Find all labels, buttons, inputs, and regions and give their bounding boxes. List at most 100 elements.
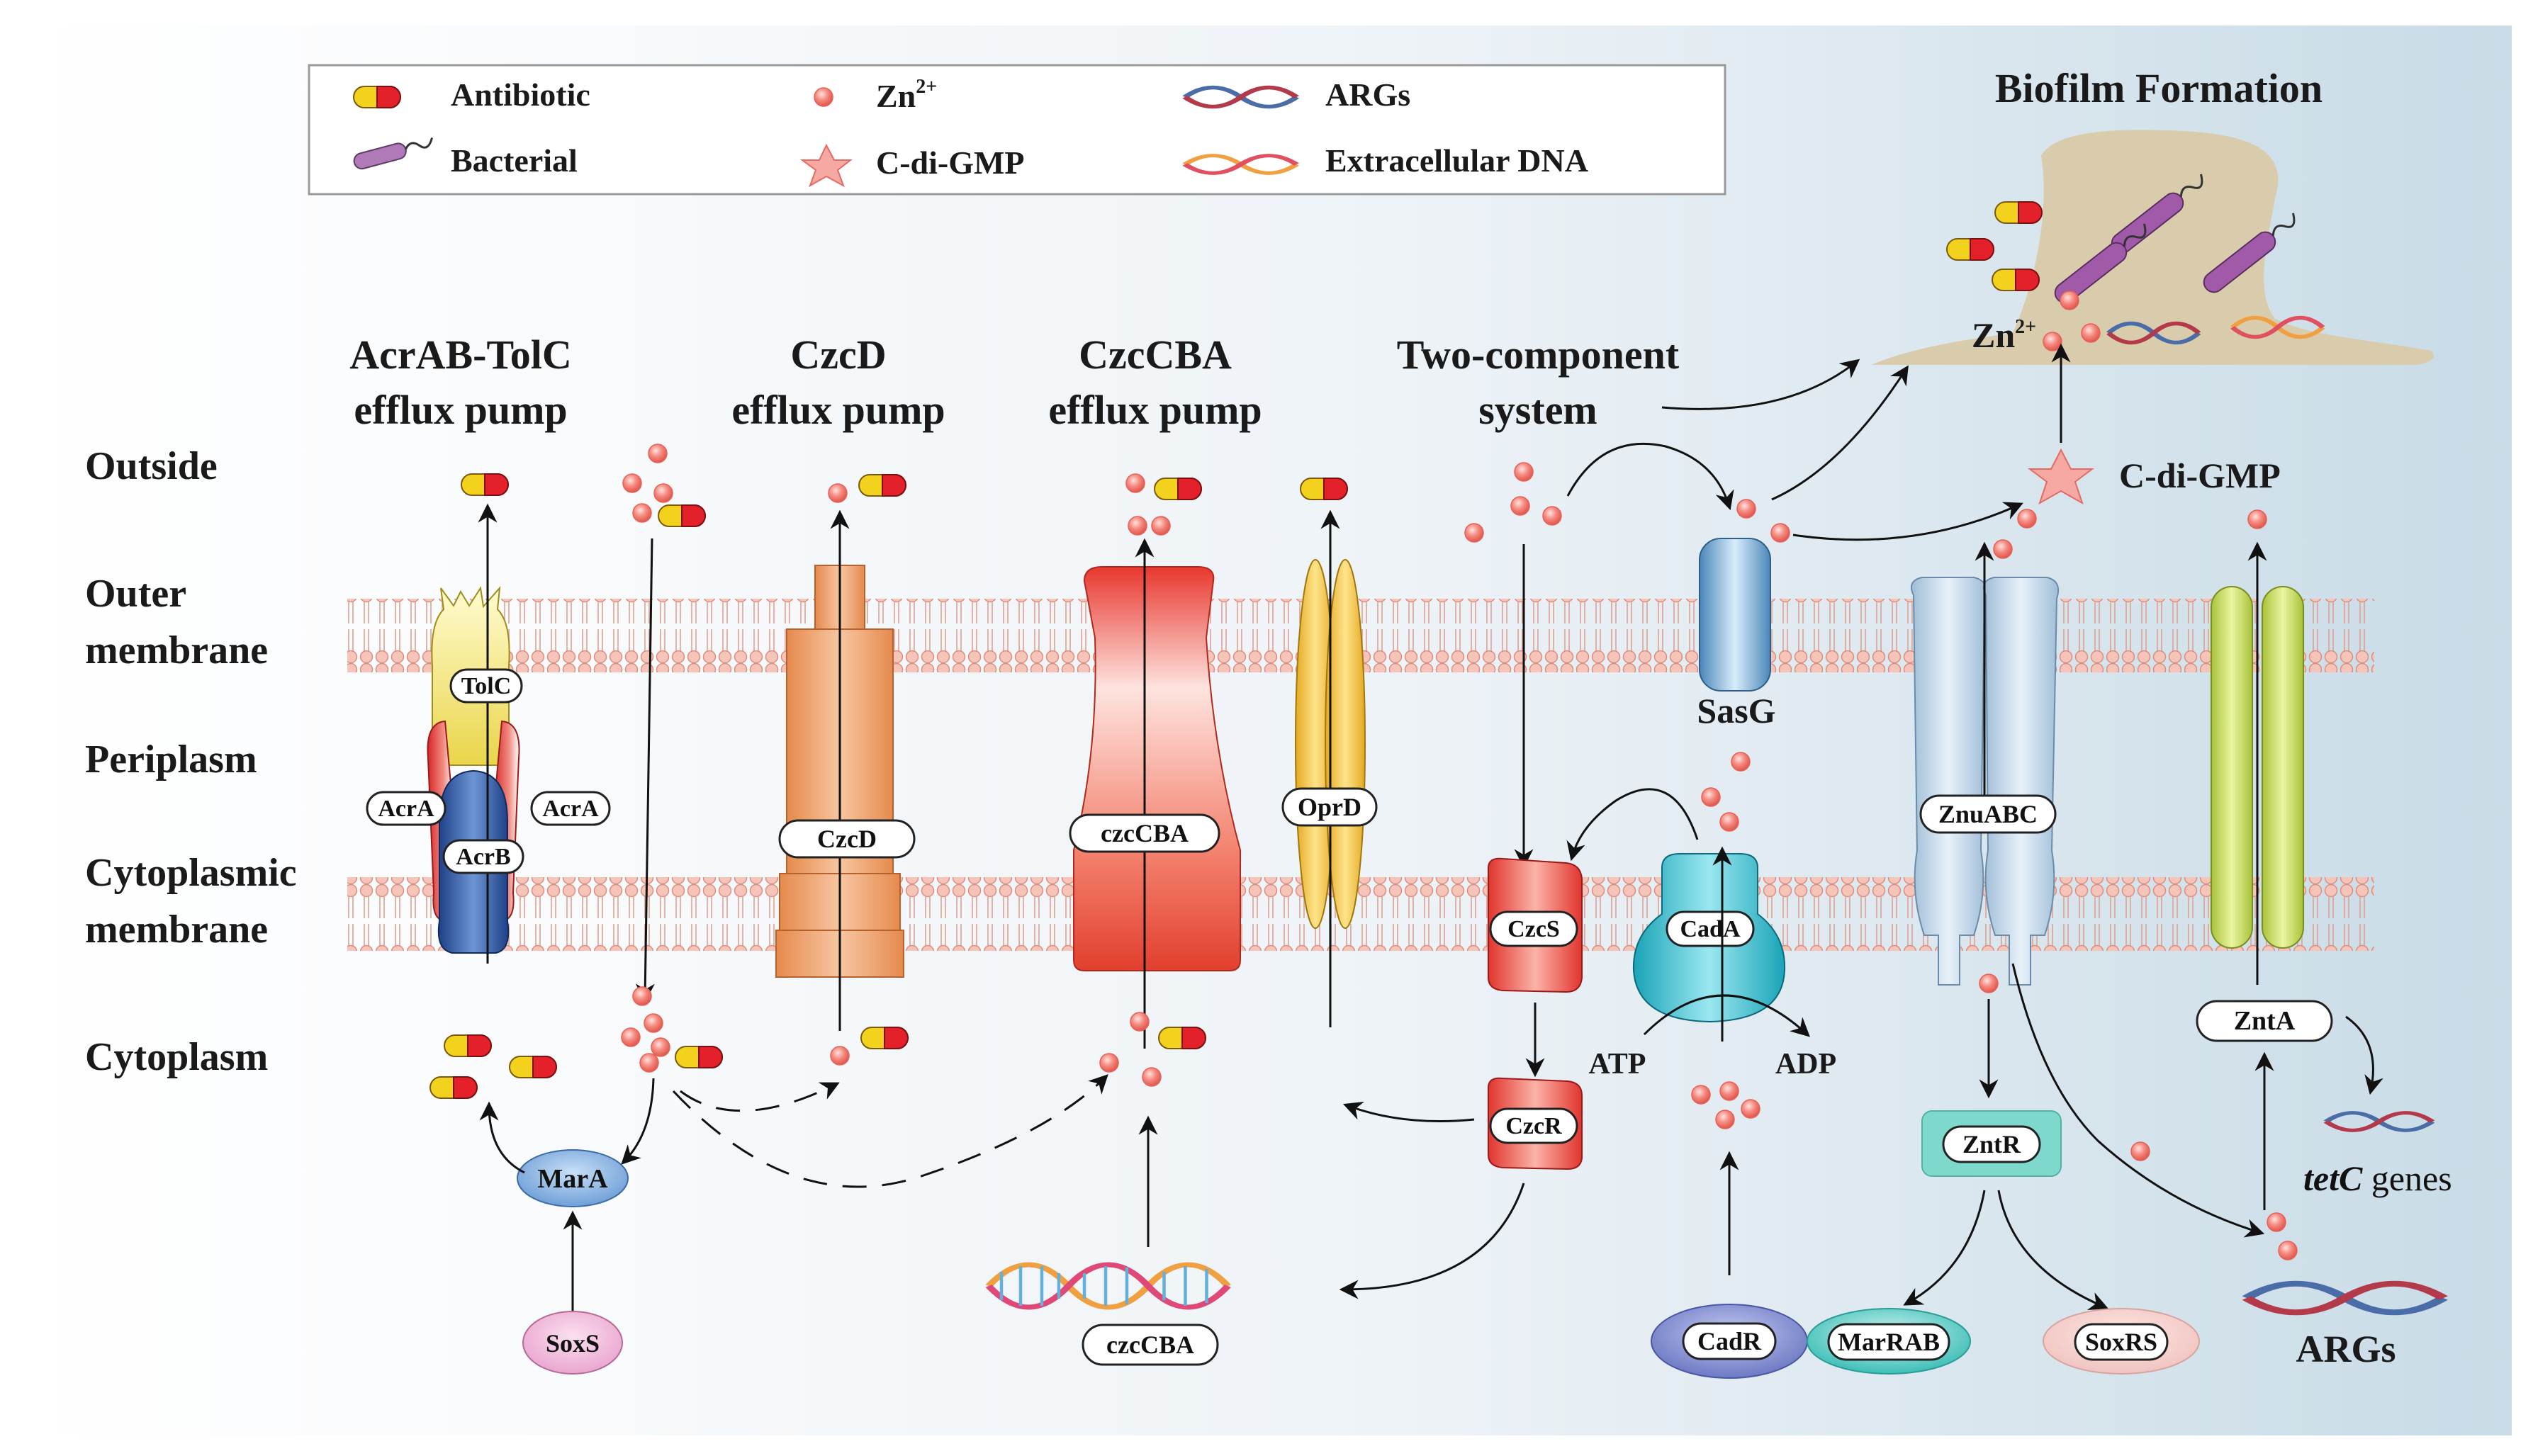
- edna-legend-icon: [1182, 154, 1300, 175]
- arrow-zntr-marrab: [1903, 1190, 1986, 1306]
- legend-zn-text: Zn: [876, 78, 916, 114]
- header-acrab-1: AcrAB-TolC: [349, 332, 572, 378]
- dashed-arrow-czcd: [680, 1082, 840, 1112]
- soxs-label: SoxS: [546, 1329, 600, 1358]
- acra-left-label-text: AcrA: [378, 796, 434, 822]
- marrab-label: MarRAB: [1838, 1328, 1940, 1356]
- arrow-atp-adp: [1643, 994, 1810, 1037]
- acrb-label: AcrB: [442, 839, 524, 874]
- antibiotic-legend-icon: [353, 86, 401, 108]
- legend-args-label: ARGs: [1325, 77, 1410, 113]
- biofilm-zinc: [2081, 323, 2101, 343]
- acrab-antibiotic-in: [429, 1076, 478, 1099]
- soxrs-node: SoxRS: [2043, 1308, 2200, 1375]
- znuabc-label-text: ZnuABC: [1938, 800, 2038, 828]
- region-labels: Outside Outer membrane Periplasm Cytopla…: [85, 444, 297, 1079]
- bacterial-legend-icon: [353, 137, 433, 170]
- znta-exporter: [2211, 586, 2304, 949]
- znta-label: ZntA: [2234, 1006, 2296, 1036]
- acrab-antibiotic-in: [509, 1056, 557, 1078]
- zinc-legend-icon: [814, 87, 833, 107]
- arrow-tcs-biofilm: [1661, 359, 1860, 410]
- czccba-gene-dna: [985, 1262, 1231, 1310]
- legend-zn-charge: 2+: [916, 76, 937, 98]
- arrow-znuabc-args: [2011, 963, 2265, 1238]
- acrab-antibiotic-out: [461, 473, 509, 496]
- arrow-znta-tetc: [2345, 1015, 2383, 1095]
- czcd-label-text: CzcD: [817, 825, 877, 853]
- region-cyto-mem-1: Cytoplasmic: [85, 851, 297, 895]
- czcr-label-text: CzcR: [1505, 1113, 1562, 1139]
- czccba-gene-label: czcCBA: [1082, 1324, 1219, 1366]
- arrow-czcr-oprd: [1342, 1101, 1475, 1122]
- arrow-czcr-gene: [1339, 1183, 1525, 1299]
- dashed-arrow-czccba: [672, 1074, 1108, 1188]
- soxrs-label: SoxRS: [2085, 1328, 2157, 1356]
- sasg-label: SasG: [1697, 691, 1775, 730]
- czcs-label: CzcS: [1489, 910, 1578, 947]
- arrow-zn-mara: [621, 1078, 655, 1165]
- biofilm-edna: [2230, 315, 2325, 339]
- czcr-label: CzcR: [1489, 1107, 1578, 1144]
- arrow-sasg-cdigmp: [1792, 502, 2023, 541]
- czccba-gene-label-text: czcCBA: [1106, 1331, 1194, 1359]
- legend-zn-label: Zn2+: [876, 76, 937, 114]
- legend: Antibiotic Bacterial Zn2+ C-di-GMP ARGs …: [308, 64, 1726, 196]
- atp-label: ATP: [1589, 1048, 1646, 1080]
- header-biofilm: Biofilm Formation: [1995, 65, 2323, 111]
- zntr-label: ZntR: [1962, 1130, 2021, 1158]
- biofilm-antibiotic: [1994, 201, 2043, 224]
- czcd-label: CzcD: [778, 819, 916, 859]
- biofilm-bacterium: [2054, 223, 2147, 304]
- legend-bacterial-label: Bacterial: [451, 142, 578, 179]
- tetc-rest: genes: [2362, 1158, 2451, 1198]
- cada-label: CadA: [1666, 910, 1755, 947]
- arrow-zntr-soxrs: [1997, 1190, 2108, 1311]
- znta-cyto-node: ZntA: [2196, 1000, 2333, 1042]
- biofilm-antibiotic: [1946, 238, 1994, 261]
- acrb-label-text: AcrB: [456, 844, 510, 870]
- cadr-label: CadR: [1697, 1327, 1762, 1355]
- sasg-protein: [1699, 538, 1771, 692]
- znuabc-zinc-path: [2130, 1141, 2150, 1161]
- mara-label: MarA: [537, 1164, 608, 1194]
- cadr-node: CadR: [1651, 1304, 1808, 1379]
- arrow-cada-czcs: [1566, 788, 1699, 862]
- arrow-sasg-biofilm: [1771, 365, 1909, 501]
- region-outer-2: membrane: [85, 628, 268, 672]
- region-outside: Outside: [85, 444, 218, 488]
- header-czccba-2: efflux pump: [1048, 387, 1262, 433]
- args-label: ARGs: [2296, 1328, 2396, 1370]
- znuabc-label: ZnuABC: [1919, 794, 2057, 834]
- cdigmp-legend-icon: [799, 143, 853, 188]
- tolc-label-text: TolC: [461, 673, 512, 699]
- header-czccba-1: CzcCBA: [1079, 332, 1232, 378]
- legend-antibiotic-label: Antibiotic: [451, 77, 590, 113]
- cdigmp-star-icon: [2028, 448, 2094, 505]
- czcs-label-text: CzcS: [1507, 916, 1560, 942]
- arrow-zn-influx: [635, 538, 655, 1003]
- cytoplasmic-membrane: [347, 877, 2374, 951]
- tolc-label: TolC: [449, 668, 523, 704]
- biofilm-zn-label: Zn2+: [1972, 315, 2036, 355]
- acrab-antibiotic-in: [444, 1034, 492, 1057]
- header-tcs-2: system: [1478, 387, 1597, 433]
- biofilm-zinc: [2043, 332, 2062, 351]
- region-outer-1: Outer: [85, 572, 186, 616]
- soxs-node: SoxS: [522, 1311, 623, 1375]
- region-cytoplasm: Cytoplasm: [85, 1035, 268, 1079]
- section-headers: AcrAB-TolC efflux pump CzcD efflux pump …: [349, 65, 2323, 433]
- mara-node: MarA: [517, 1149, 629, 1207]
- biofilm-mass: Zn2+: [1871, 130, 2434, 366]
- zntr-node: ZntR: [1921, 1110, 2062, 1177]
- cada-label-text: CadA: [1680, 916, 1740, 942]
- znta-zinc: [2247, 509, 2267, 529]
- header-tcs-1: Two-component: [1397, 332, 1680, 378]
- arrow-zn-sasg: [1566, 442, 1734, 511]
- biofilm-zn-charge: 2+: [2015, 316, 2036, 338]
- czccba-pump: [1073, 538, 1241, 1049]
- acra-right-label: AcrA: [530, 791, 611, 826]
- tetc-italic: tetC: [2303, 1158, 2363, 1198]
- adp-label: ADP: [1775, 1048, 1836, 1080]
- legend-cdigmp-label: C-di-GMP: [876, 145, 1025, 181]
